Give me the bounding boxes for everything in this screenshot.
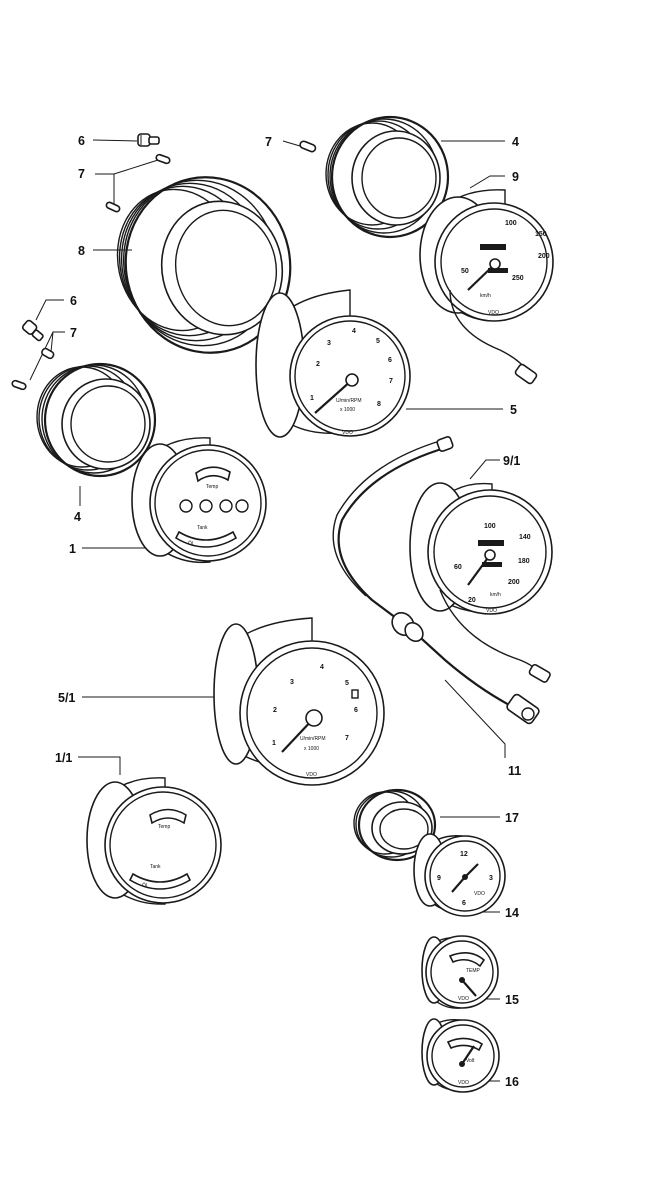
callout-8: 8: [78, 244, 85, 258]
callout-5: 5: [510, 403, 517, 417]
svg-text:Volt: Volt: [466, 1058, 475, 1064]
svg-text:3: 3: [489, 875, 493, 882]
speedo-b-tick-labels: 20 60 100 140 180 200: [454, 523, 531, 604]
part-6-bulb-holder-top: [137, 133, 160, 147]
part-6-bulb-holder-mid: [21, 319, 44, 342]
svg-text:VDO: VDO: [486, 608, 497, 614]
svg-text:12: 12: [460, 851, 468, 858]
callout-9-1: 9/1: [503, 454, 520, 468]
part-9-1-speedometer: 20 60 100 140 180 200 km/h VDO: [409, 482, 553, 683]
svg-text:6: 6: [388, 357, 392, 364]
part-14-clock: 12 3 6 9 VDO: [413, 833, 506, 917]
svg-text:200: 200: [538, 253, 550, 260]
svg-text:Öl: Öl: [142, 882, 147, 889]
part-1-combination-gauge: Temp Tank Öl: [131, 437, 267, 564]
svg-text:20: 20: [468, 597, 476, 604]
svg-text:5: 5: [345, 680, 349, 687]
callout-6-top: 6: [78, 134, 85, 148]
part-16-volt-gauge: Volt VDO: [421, 1018, 500, 1093]
svg-text:VDO: VDO: [342, 430, 353, 436]
svg-text:250: 250: [512, 275, 524, 282]
tach-b-tick-labels: 1 2 3 4 5 6 7: [272, 664, 358, 747]
callout-16: 16: [505, 1075, 519, 1089]
callout-9: 9: [512, 170, 519, 184]
tach-a-tick-labels: 1 2 3 4 5 6 7 8: [310, 328, 393, 408]
svg-text:km/h: km/h: [480, 293, 491, 299]
part-9-speedometer: 50 100 150 200 250 km/h VDO: [419, 189, 554, 385]
svg-text:7: 7: [389, 378, 393, 385]
callout-17: 17: [505, 811, 519, 825]
part-7-bulb-top-b: [105, 201, 121, 213]
svg-text:VDO: VDO: [474, 891, 485, 897]
svg-text:Temp: Temp: [206, 484, 218, 490]
svg-text:km/h: km/h: [490, 592, 501, 598]
part-7-bulb-mid-b: [11, 379, 27, 391]
svg-text:4: 4: [320, 664, 324, 671]
svg-text:100: 100: [505, 220, 517, 227]
svg-text:2: 2: [273, 707, 277, 714]
svg-text:x 1000: x 1000: [304, 746, 319, 752]
svg-text:140: 140: [519, 534, 531, 541]
part-5-tachometer: 1 2 3 4 5 6 7 8 U/min/RPM x 1000 VDO: [255, 289, 411, 438]
callout-1: 1: [69, 542, 76, 556]
callout-15: 15: [505, 993, 519, 1007]
svg-text:100: 100: [484, 523, 496, 530]
svg-text:6: 6: [462, 900, 466, 907]
svg-text:200: 200: [508, 579, 520, 586]
svg-text:VDO: VDO: [458, 996, 469, 1002]
svg-text:7: 7: [345, 735, 349, 742]
part-7-bulb-top-right: [299, 140, 317, 153]
svg-text:150: 150: [535, 231, 547, 238]
svg-text:Temp: Temp: [158, 824, 170, 830]
part-4-rubber-ring-top: [325, 115, 450, 239]
callout-7-top-left: 7: [78, 167, 85, 181]
svg-text:3: 3: [327, 340, 331, 347]
part-4-rubber-ring-left: [36, 362, 157, 478]
svg-text:9: 9: [437, 875, 441, 882]
part-11-speedometer-cable: [332, 436, 540, 725]
svg-text:180: 180: [518, 558, 530, 565]
part-7-bulb-mid-a: [41, 347, 55, 360]
callout-11: 11: [508, 764, 521, 778]
svg-text:Tank: Tank: [197, 525, 208, 531]
callout-7-top-right: 7: [265, 135, 272, 149]
callout-1-1: 1/1: [55, 751, 72, 765]
svg-text:8: 8: [377, 401, 381, 408]
callout-4-left: 4: [74, 510, 81, 524]
svg-text:VDO: VDO: [458, 1080, 469, 1086]
speedo-a-tick-labels: 50 100 150 200 250: [461, 220, 550, 282]
svg-text:U/min/RPM: U/min/RPM: [336, 398, 362, 404]
svg-text:1: 1: [272, 740, 276, 747]
svg-text:U/min/RPM: U/min/RPM: [300, 736, 326, 742]
callout-4-top: 4: [512, 135, 519, 149]
svg-text:4: 4: [352, 328, 356, 335]
callout-5-1: 5/1: [58, 691, 75, 705]
svg-text:3: 3: [290, 679, 294, 686]
callout-14: 14: [505, 906, 519, 920]
svg-text:5: 5: [376, 338, 380, 345]
part-15-temperature-gauge: TEMP VDO: [421, 935, 499, 1009]
svg-text:VDO: VDO: [306, 772, 317, 778]
svg-text:60: 60: [454, 564, 462, 571]
svg-text:50: 50: [461, 268, 469, 275]
callout-6-mid: 6: [70, 294, 77, 308]
part-8-rubber-ring-large: [116, 176, 292, 354]
svg-text:x 1000: x 1000: [340, 407, 355, 413]
callout-labels: 6 7 7 4 9 8 6 7 5 4 9/1 1 5/1 11 1/1 17 …: [55, 134, 521, 1089]
part-5-1-tachometer: 1 2 3 4 5 6 7 U/min/RPM x 1000 VDO: [213, 617, 385, 786]
svg-text:1: 1: [310, 395, 314, 402]
svg-text:Tank: Tank: [150, 864, 161, 870]
svg-text:Öl: Öl: [188, 540, 193, 547]
part-7-bulb-top-a: [155, 153, 171, 165]
svg-text:6: 6: [354, 707, 358, 714]
svg-text:VDO: VDO: [488, 310, 499, 316]
part-1-1-combination-gauge: Temp Tank Öl: [86, 777, 222, 905]
svg-text:TEMP: TEMP: [466, 968, 481, 974]
callout-7-mid: 7: [70, 326, 77, 340]
part-17-rubber-ring-small: [353, 788, 437, 862]
svg-text:2: 2: [316, 361, 320, 368]
